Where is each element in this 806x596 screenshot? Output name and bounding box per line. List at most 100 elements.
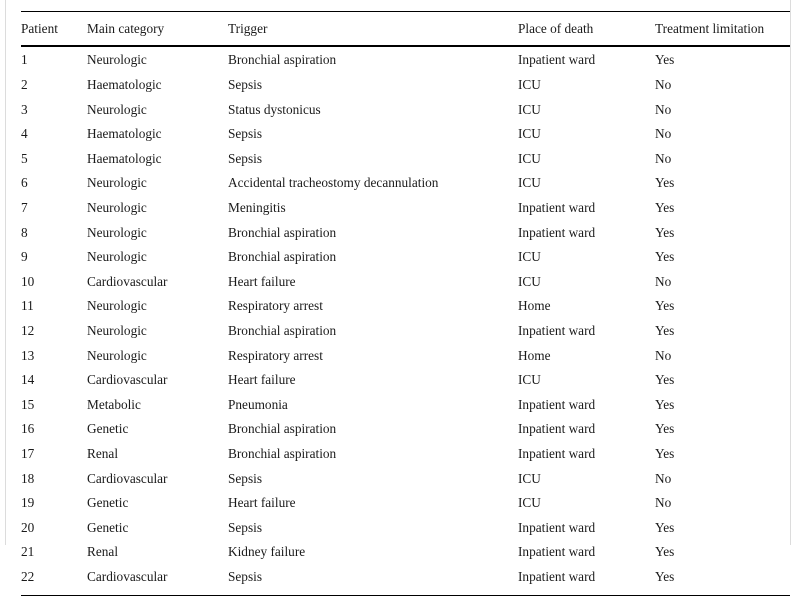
- cell-place: ICU: [518, 150, 541, 166]
- cell-place: Inpatient ward: [518, 445, 596, 461]
- cell-category: Metabolic: [87, 396, 141, 412]
- cell-category: Neurologic: [87, 298, 147, 314]
- cell-category: Neurologic: [87, 322, 147, 338]
- cell-limitation: Yes: [655, 372, 675, 388]
- cell-category: Genetic: [87, 519, 129, 535]
- cell-limitation: Yes: [655, 544, 675, 560]
- page-frame-line-left: [5, 0, 6, 545]
- column-header-place: Place of death: [518, 11, 655, 47]
- cell-place: ICU: [518, 495, 541, 511]
- cell-patient: 16: [21, 421, 35, 437]
- cell-place: ICU: [518, 249, 541, 265]
- cell-place: Inpatient ward: [518, 52, 596, 67]
- cell-limitation: No: [655, 77, 672, 92]
- cell-trigger: Bronchial aspiration: [228, 322, 337, 338]
- cell-place: Inpatient ward: [518, 322, 596, 338]
- cell-place: Inpatient ward: [518, 421, 596, 437]
- cell-category: Neurologic: [87, 52, 147, 67]
- cell-patient: 5: [21, 150, 28, 166]
- cell-category: Haematologic: [87, 126, 162, 142]
- table-row: 8 Neurologic Bronchial aspiration Inpatient…: [21, 221, 790, 246]
- cell-patient: 7: [21, 199, 28, 215]
- cell-trigger: Respiratory arrest: [228, 298, 323, 314]
- cell-patient: 12: [21, 322, 35, 338]
- cell-patient: 8: [21, 224, 28, 240]
- cell-category: Renal: [87, 445, 119, 461]
- cell-limitation: No: [655, 495, 672, 511]
- cell-limitation: No: [655, 273, 672, 289]
- cell-limitation: No: [655, 126, 672, 142]
- cell-category: Cardiovascular: [87, 273, 168, 289]
- cell-place: ICU: [518, 372, 541, 388]
- cell-limitation: Yes: [655, 322, 675, 338]
- cell-trigger: Sepsis: [228, 519, 262, 535]
- cell-patient: 9: [21, 249, 28, 265]
- cell-trigger: Respiratory arrest: [228, 347, 323, 363]
- cell-trigger: Sepsis: [228, 564, 518, 596]
- cell-patient: 19: [21, 495, 35, 511]
- cell-limitation: No: [655, 101, 672, 117]
- cell-trigger: Bronchial aspiration: [228, 249, 337, 265]
- table-row: 17 Renal Bronchial aspiration Inpatient war…: [21, 442, 790, 467]
- column-header-category: Main category: [87, 11, 228, 47]
- cell-place: ICU: [518, 470, 541, 486]
- cell-trigger: Bronchial aspiration: [228, 445, 337, 461]
- cell-category: Cardiovascular: [87, 564, 228, 596]
- cell-limitation: Yes: [655, 52, 675, 67]
- cell-category: Neurologic: [87, 101, 147, 117]
- cell-trigger: Heart failure: [228, 372, 296, 388]
- column-header-limitation: Treatment limitation: [655, 11, 790, 47]
- cell-patient: 4: [21, 126, 28, 142]
- cell-place: Home: [518, 347, 551, 363]
- cell-place: Home: [518, 298, 551, 314]
- cell-trigger: Sepsis: [228, 77, 262, 92]
- cell-trigger: Sepsis: [228, 470, 262, 486]
- cell-patient: 17: [21, 445, 35, 461]
- cell-patient: 13: [21, 347, 35, 363]
- cell-trigger: Kidney failure: [228, 544, 306, 560]
- cell-category: Genetic: [87, 495, 129, 511]
- cell-limitation: Yes: [655, 224, 675, 240]
- cell-patient: 2: [21, 77, 28, 92]
- cell-limitation: Yes: [655, 199, 675, 215]
- cell-patient: 15: [21, 396, 35, 412]
- cell-limitation: Yes: [655, 396, 675, 412]
- cell-category: Neurologic: [87, 175, 147, 191]
- cell-category: Renal: [87, 544, 119, 560]
- cell-limitation: Yes: [655, 421, 675, 437]
- cell-patient: 1: [21, 52, 28, 67]
- cell-trigger: Bronchial aspiration: [228, 224, 337, 240]
- cell-place: Inpatient ward: [518, 224, 596, 240]
- cell-category: Genetic: [87, 421, 129, 437]
- cell-place: Inpatient ward: [518, 564, 655, 596]
- cell-place: ICU: [518, 77, 541, 92]
- cell-limitation: Yes: [655, 564, 790, 596]
- cell-trigger: Sepsis: [228, 126, 262, 142]
- cell-category: Neurologic: [87, 249, 147, 265]
- cell-patient: 11: [21, 298, 34, 314]
- cell-place: Inpatient ward: [518, 199, 596, 215]
- cell-place: ICU: [518, 273, 541, 289]
- page-frame-line-right: [790, 0, 791, 545]
- cell-patient: 22: [21, 564, 87, 596]
- cell-limitation: Yes: [655, 445, 675, 461]
- cell-category: Neurologic: [87, 224, 147, 240]
- cell-place: Inpatient ward: [518, 544, 596, 560]
